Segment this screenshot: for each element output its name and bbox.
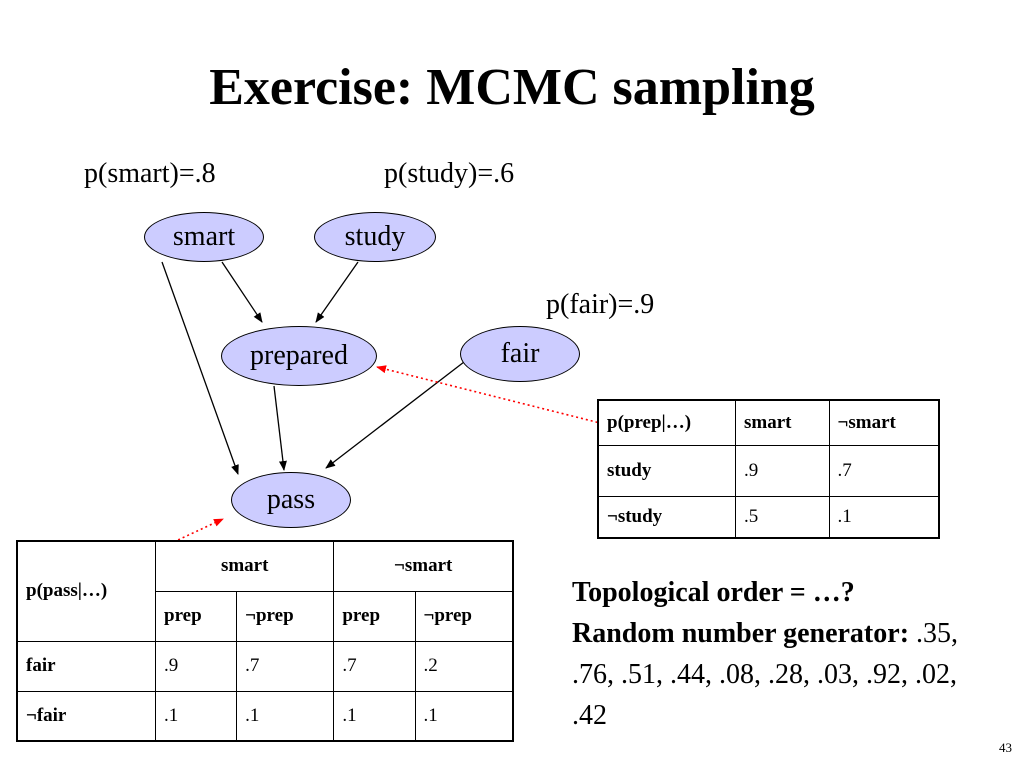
node-prepared-label: prepared [250, 340, 348, 371]
pass-cell: .7 [236, 640, 335, 692]
pass-cell: .1 [333, 690, 416, 742]
table-row: ¬fair .1 .1 .1 .1 [16, 690, 514, 742]
node-prepared: prepared [221, 326, 377, 386]
pass-cell: .1 [414, 690, 514, 742]
pass-row-label: ¬fair [16, 690, 156, 742]
prior-study: p(study)=.6 [384, 158, 515, 189]
pass-cpt-table: p(pass|…) smart ¬smart prep ¬prep prep ¬… [16, 540, 514, 742]
prep-table-header-smart: smart [735, 399, 830, 446]
pass-cell: .1 [236, 690, 335, 742]
edge-study-prepared [315, 261, 359, 323]
prep-row-label: ¬study [597, 495, 736, 539]
pass-table-group-smart: smart [154, 540, 335, 592]
node-study-label: study [344, 221, 406, 252]
link-pass-table [91, 518, 224, 581]
pass-table-subheader-row: prep ¬prep prep ¬prep [17, 590, 514, 642]
pass-subheader: ¬prep [414, 590, 514, 642]
pass-table-group-row: p(pass|…) smart ¬smart [16, 540, 514, 642]
node-study: study [314, 212, 436, 262]
prep-cell: .9 [735, 444, 830, 497]
rng-label: Random number generator: [572, 618, 910, 649]
prior-fair: p(fair)=.9 [546, 289, 655, 320]
pass-cell: .2 [414, 640, 514, 692]
prep-cell: .1 [828, 495, 940, 539]
edge-prepared-pass [273, 385, 287, 471]
node-pass: pass [231, 472, 351, 528]
pass-subheader: prep [333, 590, 416, 642]
prep-cpt-table: p(prep|…) smart ¬smart study .9 .7 ¬stud… [597, 399, 940, 539]
node-smart-label: smart [172, 221, 236, 252]
topological-order-question: Topological order = …? [572, 577, 855, 608]
pass-table-group-notsmart: ¬smart [333, 540, 514, 592]
table-row: ¬study .5 .1 [597, 495, 940, 539]
prep-row-label: study [597, 444, 736, 497]
prep-cell: .5 [735, 495, 830, 539]
pass-cell: .1 [154, 690, 238, 742]
edge-smart-pass [161, 261, 239, 475]
page-number: 43 [999, 740, 1012, 755]
prior-smart: p(smart)=.8 [84, 158, 216, 189]
pass-subheader: ¬prep [236, 590, 335, 642]
prep-cell: .7 [828, 444, 940, 497]
pass-cell: .9 [154, 640, 238, 692]
node-fair-label: fair [500, 338, 540, 369]
exercise-question: Topological order = …? Random number gen… [572, 572, 992, 736]
prep-table-header-notsmart: ¬smart [828, 399, 940, 446]
slide-title: Exercise: MCMC sampling [209, 59, 815, 116]
link-prep-table [376, 365, 613, 427]
node-smart: smart [144, 212, 264, 262]
table-row: study .9 .7 [597, 444, 940, 497]
pass-cell: .7 [333, 640, 416, 692]
node-fair: fair [460, 326, 580, 382]
prep-table-header-row: p(prep|…) smart ¬smart [597, 399, 940, 446]
pass-subheader: prep [154, 590, 238, 642]
prep-table-corner: p(prep|…) [597, 399, 736, 446]
edge-fair-pass [325, 361, 465, 469]
pass-table-corner: p(pass|…) [16, 540, 156, 642]
pass-row-label: fair [16, 640, 156, 692]
rng-values: .35, .76, .51, .44, .08, .28, .03, .92, … [572, 618, 959, 731]
edge-smart-prepared [221, 261, 263, 323]
table-row: fair .9 .7 .7 .2 [16, 640, 514, 692]
node-pass-label: pass [266, 484, 316, 515]
